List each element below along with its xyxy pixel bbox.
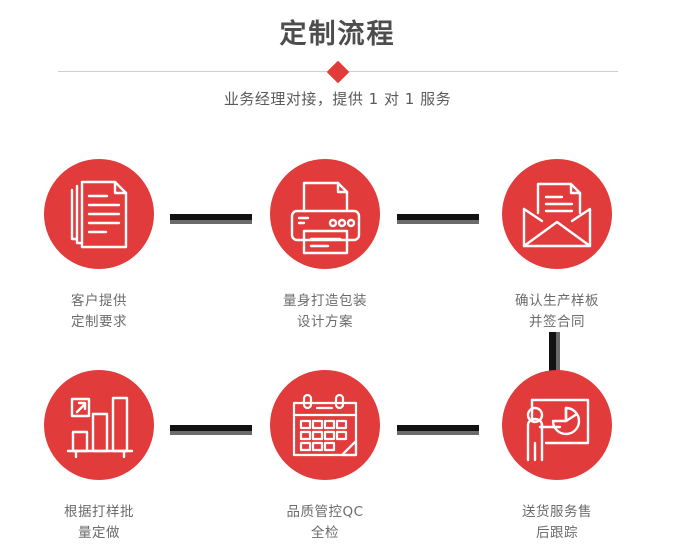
- connector-arrow-vertical: [549, 332, 560, 378]
- connector-bar: [170, 214, 252, 220]
- connector-shadow: [397, 431, 479, 435]
- presentation-person-icon: [526, 398, 590, 462]
- diamond-icon: [326, 60, 350, 84]
- step-caption: 品质管控QC 全检: [286, 504, 364, 541]
- process-flow: 客户提供 定制要求: [0, 130, 675, 550]
- flow-step-4[interactable]: 根据打样批 量定做: [14, 341, 184, 544]
- connector-arrow-4: [397, 425, 479, 435]
- connector-shadow: [397, 220, 479, 224]
- connector-arrow-1: [170, 214, 252, 224]
- connector-bar: [397, 214, 479, 220]
- page-header: 定制流程 业务经理对接，提供 1 对 1 服务: [0, 0, 675, 130]
- step-icon-circle: [270, 370, 380, 480]
- step-icon-circle: [502, 370, 612, 480]
- connector-bar: [170, 425, 252, 431]
- page-subtitle: 业务经理对接，提供 1 对 1 服务: [223, 90, 452, 108]
- flow-step-3[interactable]: 确认生产样板 并签合同: [472, 130, 642, 333]
- connector-shadow: [170, 220, 252, 224]
- connector-arrow-2: [397, 214, 479, 224]
- documents-stack-icon: [70, 180, 128, 249]
- envelope-document-icon: [522, 182, 592, 248]
- connector-bar: [397, 425, 479, 431]
- calendar-icon: [292, 393, 358, 457]
- step-caption: 送货服务售 后跟踪: [522, 504, 592, 541]
- step-caption: 确认生产样板 并签合同: [515, 293, 599, 330]
- printer-icon: [290, 181, 361, 255]
- step-icon-circle: [44, 370, 154, 480]
- page-title: 定制流程: [279, 19, 396, 50]
- step-caption: 客户提供 定制要求: [71, 293, 127, 330]
- flow-step-5[interactable]: 品质管控QC 全检: [240, 341, 410, 544]
- divider: [58, 60, 618, 84]
- flow-row-1: 客户提供 定制要求: [0, 130, 675, 340]
- flow-step-6[interactable]: 送货服务售 后跟踪: [472, 341, 642, 544]
- bar-chart-growth-icon: [66, 396, 134, 459]
- connector-bar: [549, 332, 556, 378]
- flow-step-1[interactable]: 客户提供 定制要求: [14, 130, 184, 333]
- connector-shadow: [556, 332, 560, 378]
- step-icon-circle: [502, 159, 612, 269]
- connector-arrow-3: [170, 425, 252, 435]
- connector-shadow: [170, 431, 252, 435]
- step-icon-circle: [44, 159, 154, 269]
- flow-row-2: 根据打样批 量定做: [0, 341, 675, 551]
- step-caption: 根据打样批 量定做: [64, 504, 134, 541]
- step-icon-circle: [270, 159, 380, 269]
- flow-step-2[interactable]: 量身打造包装 设计方案: [240, 130, 410, 333]
- step-caption: 量身打造包装 设计方案: [283, 293, 367, 330]
